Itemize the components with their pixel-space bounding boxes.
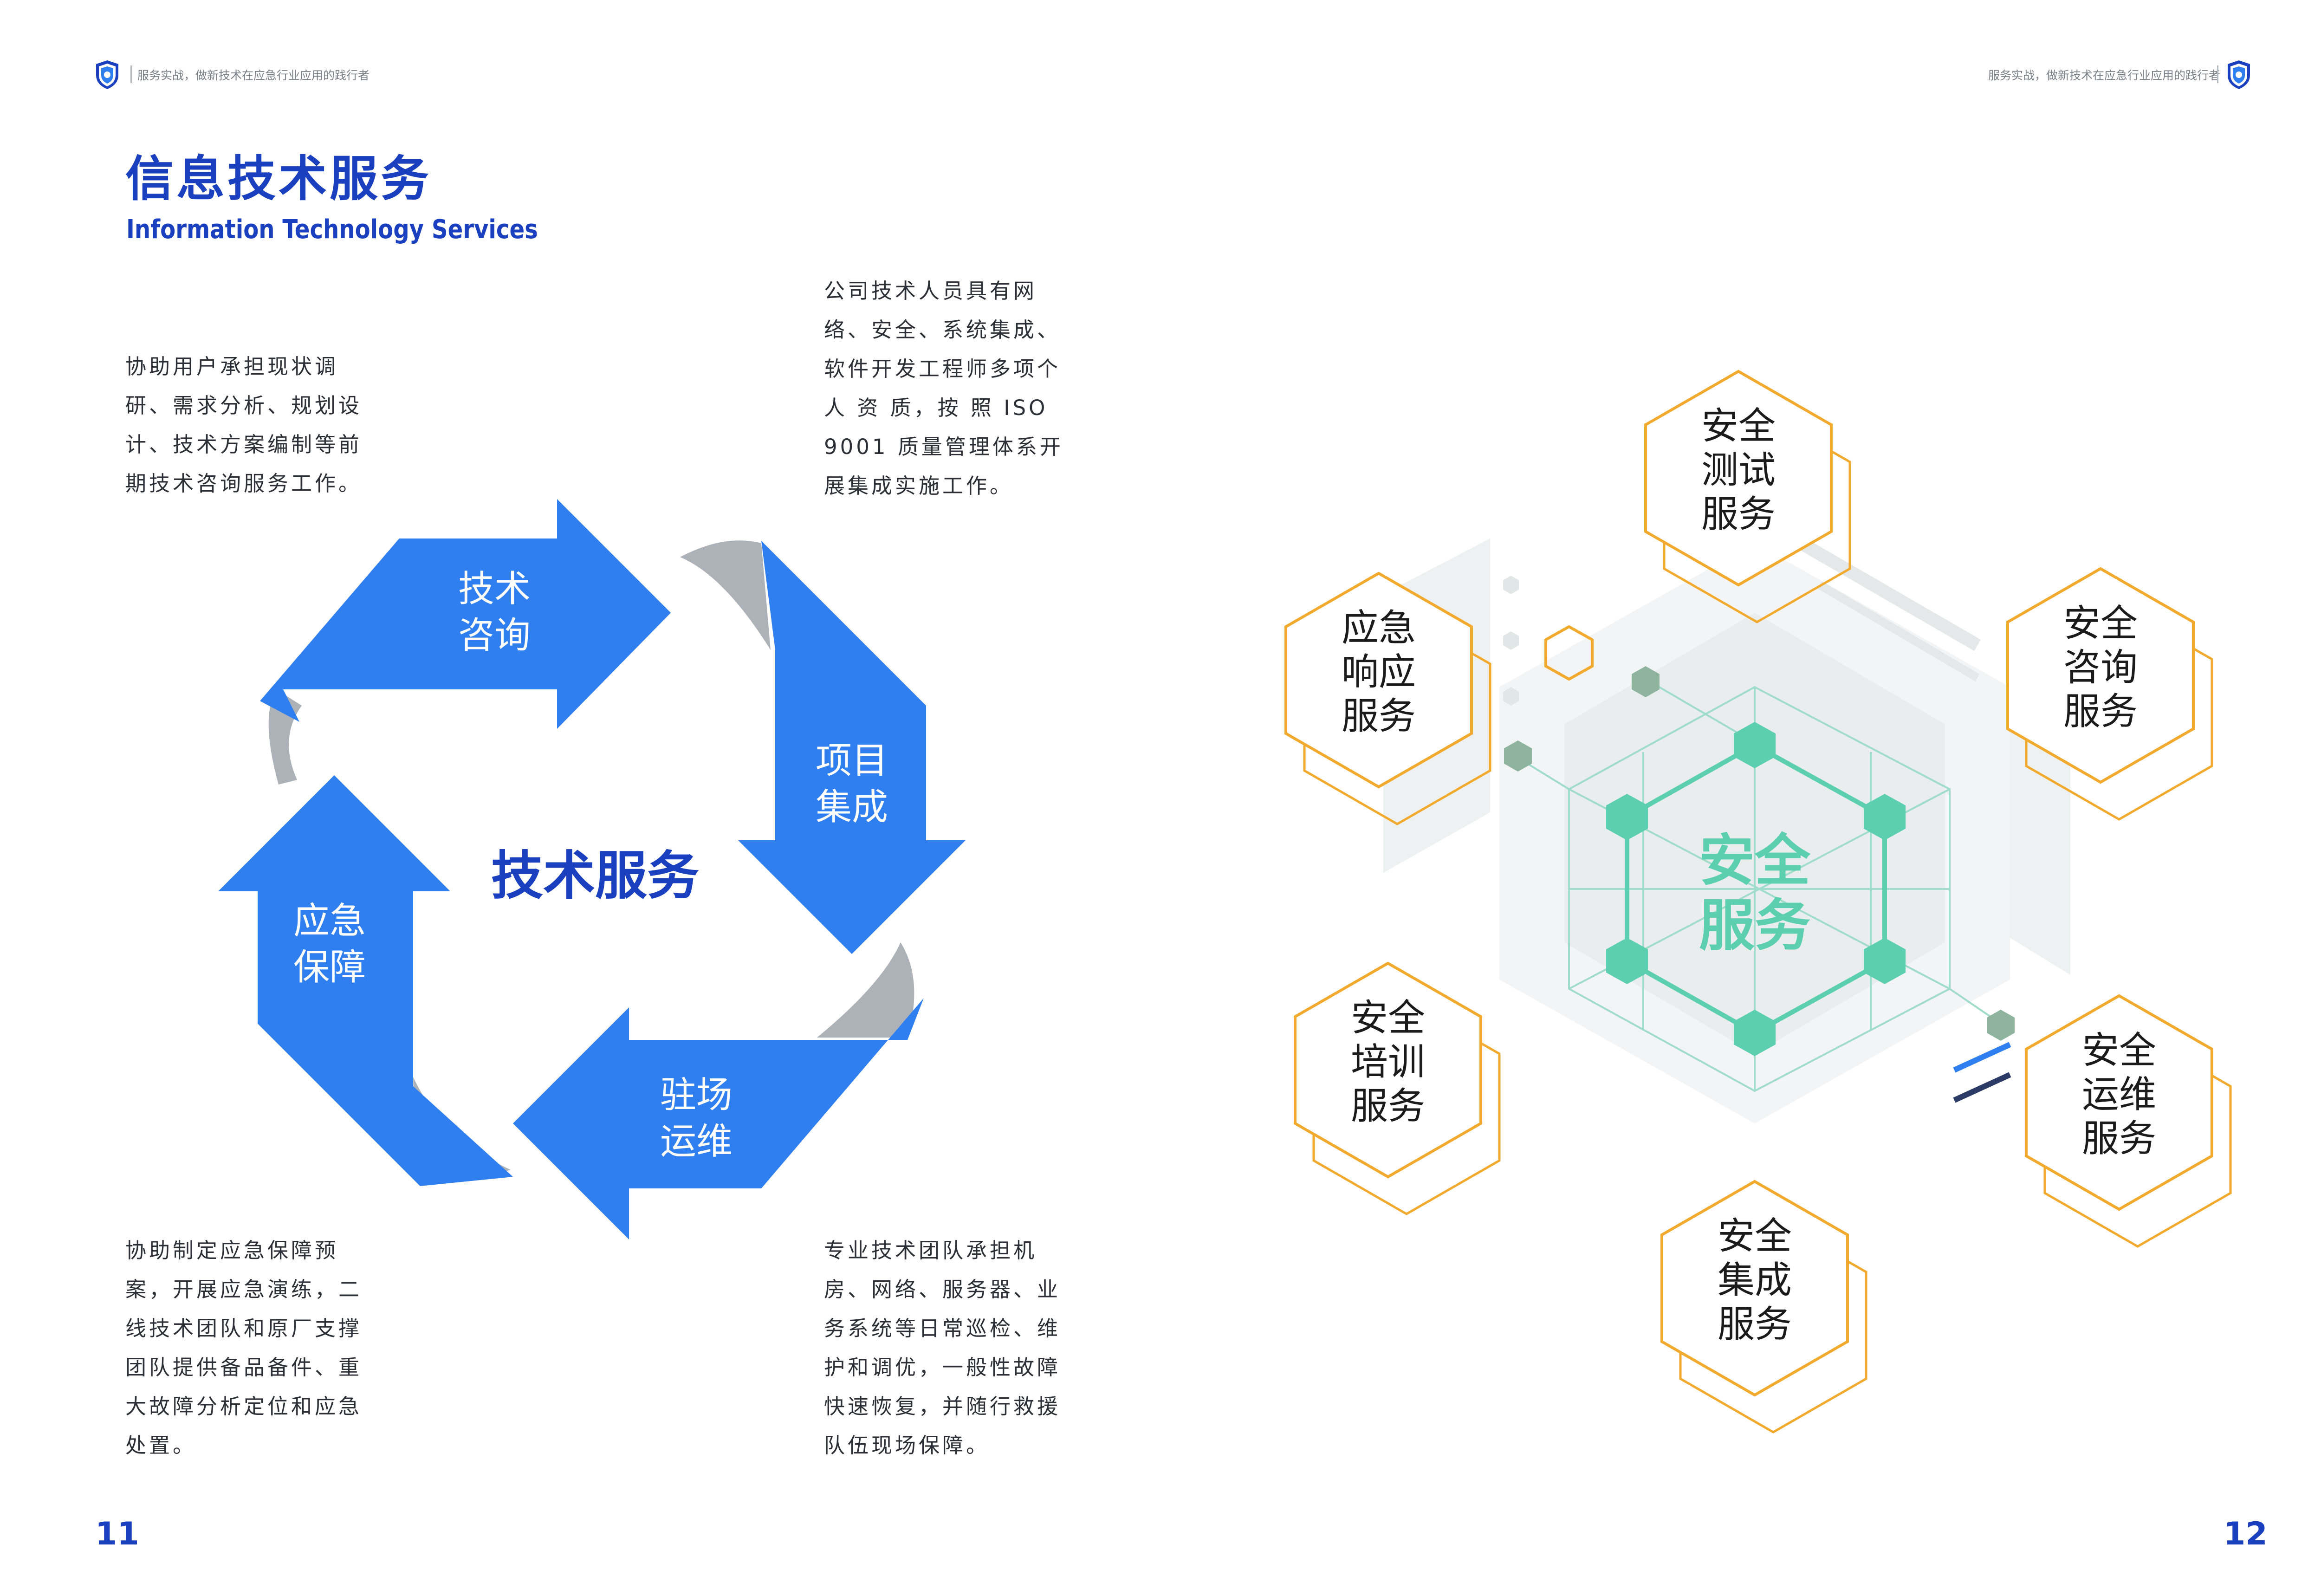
bg-dot-1 [1503, 576, 1519, 594]
bg-dot-3 [1503, 687, 1519, 706]
header-divider-right [2217, 65, 2218, 83]
svg-text:培训: 培训 [1351, 1040, 1425, 1083]
svg-text:服务: 服务 [2082, 1117, 2156, 1160]
fold-top-right [680, 540, 771, 650]
arrow-consult [260, 499, 671, 729]
accent-line-blue [1953, 1042, 2011, 1073]
svg-text:安全: 安全 [1718, 1214, 1792, 1258]
svg-text:服务: 服务 [2063, 690, 2138, 733]
arrow-label-consult-2: 咨询 [458, 615, 531, 656]
arrow-label-integration-1: 项目 [816, 740, 888, 782]
service-badge-consult: 安全 咨询 服务 [2006, 567, 2213, 821]
arrow-label-emergency-2: 保障 [293, 947, 366, 988]
arrow-label-operation-2: 运维 [660, 1121, 733, 1162]
page-number-right: 12 [2224, 1516, 2268, 1552]
shield-icon [2228, 60, 2250, 89]
svg-text:服务: 服务 [1701, 493, 1776, 536]
bg-stripe-1 [1797, 537, 1981, 651]
cycle-center-label: 技术服务 [491, 846, 699, 906]
svg-text:咨询: 咨询 [2063, 646, 2138, 689]
svg-text:服务: 服务 [1342, 694, 1416, 738]
svg-text:集成: 集成 [1718, 1259, 1792, 1302]
arrow-label-operation-1: 驻场 [660, 1074, 733, 1116]
paragraph-integration: 公司技术人员具有网 络、安全、系统集成、 软件开发工程师多项个 人 资 质，按 … [824, 279, 1063, 498]
hex-nodes [1606, 722, 1906, 1056]
arrow-integration [738, 541, 966, 954]
header-slogan-left: 服务实战，做新技术在应急行业应用的践行者 [137, 69, 370, 82]
logo-left [95, 59, 119, 90]
service-badge-test: 安全 测试 服务 [1644, 370, 1851, 623]
header-slogan-right: 服务实战，做新技术在应急行业应用的践行者 [1988, 69, 2220, 82]
header-divider-left [130, 65, 132, 83]
accent-line-navy [1953, 1072, 2011, 1103]
page-number-left: 11 [95, 1516, 139, 1552]
paragraph-emergency: 协助制定应急保障预 案，开展应急演练，二 线技术团队和原厂支撑 团队提供备品备件… [125, 1238, 363, 1458]
arrow-label-consult-1: 技术 [458, 568, 531, 610]
arrow-operation [513, 998, 924, 1239]
svg-text:安全: 安全 [2082, 1029, 2156, 1072]
svg-text:安全: 安全 [2063, 602, 2138, 645]
page-title: 信息技术服务 [125, 150, 432, 207]
arrow-label-emergency-1: 应急 [293, 900, 366, 942]
svg-text:测试: 测试 [1701, 448, 1776, 492]
bg-stripe-2 [1817, 581, 1980, 681]
svg-text:运维: 运维 [2082, 1073, 2156, 1116]
small-hex-outline [1544, 625, 1594, 681]
shield-icon [96, 60, 118, 89]
paragraph-operation: 专业技术团队承担机 房、网络、服务器、业 务系统等日常巡检、维 护和调优，一般性… [824, 1238, 1061, 1458]
service-badge-integration: 安全 集成 服务 [1660, 1180, 1867, 1434]
svg-text:安全: 安全 [1351, 996, 1425, 1039]
service-cycle-diagram: 技术 咨询 项目 集成 驻场 运维 应急 保障 技术服务 [218, 499, 966, 1239]
logo-right [2227, 59, 2251, 90]
security-center-line1: 安全 [1699, 829, 1811, 893]
arrow-label-integration-2: 集成 [816, 786, 888, 828]
outer-nodes [1504, 666, 2015, 1041]
svg-text:应急: 应急 [1342, 606, 1416, 649]
security-center-line2: 服务 [1699, 894, 1810, 958]
svg-text:服务: 服务 [1351, 1084, 1425, 1128]
svg-text:安全: 安全 [1701, 404, 1776, 448]
fold-bottom-right [817, 942, 914, 1038]
svg-text:服务: 服务 [1718, 1303, 1792, 1346]
service-badge-training: 安全 培训 服务 [1294, 961, 1501, 1215]
service-badge-operation: 安全 运维 服务 [2025, 994, 2232, 1248]
bg-dot-2 [1503, 631, 1519, 650]
paragraph-consult: 协助用户承担现状调 研、需求分析、规划设 计、技术方案编制等前 期技术咨询服务工… [125, 354, 363, 496]
page-subtitle: Information Technology Services [126, 214, 538, 245]
arrow-emergency [218, 775, 513, 1186]
security-service-diagram: 安全 服务 安全 测试 服务 安全 咨询 服务 安全 运维 服务 安全 集成 服… [1284, 370, 2232, 1434]
service-badge-emergency: 应急 响应 服务 [1284, 571, 1491, 825]
svg-text:响应: 响应 [1342, 650, 1416, 694]
